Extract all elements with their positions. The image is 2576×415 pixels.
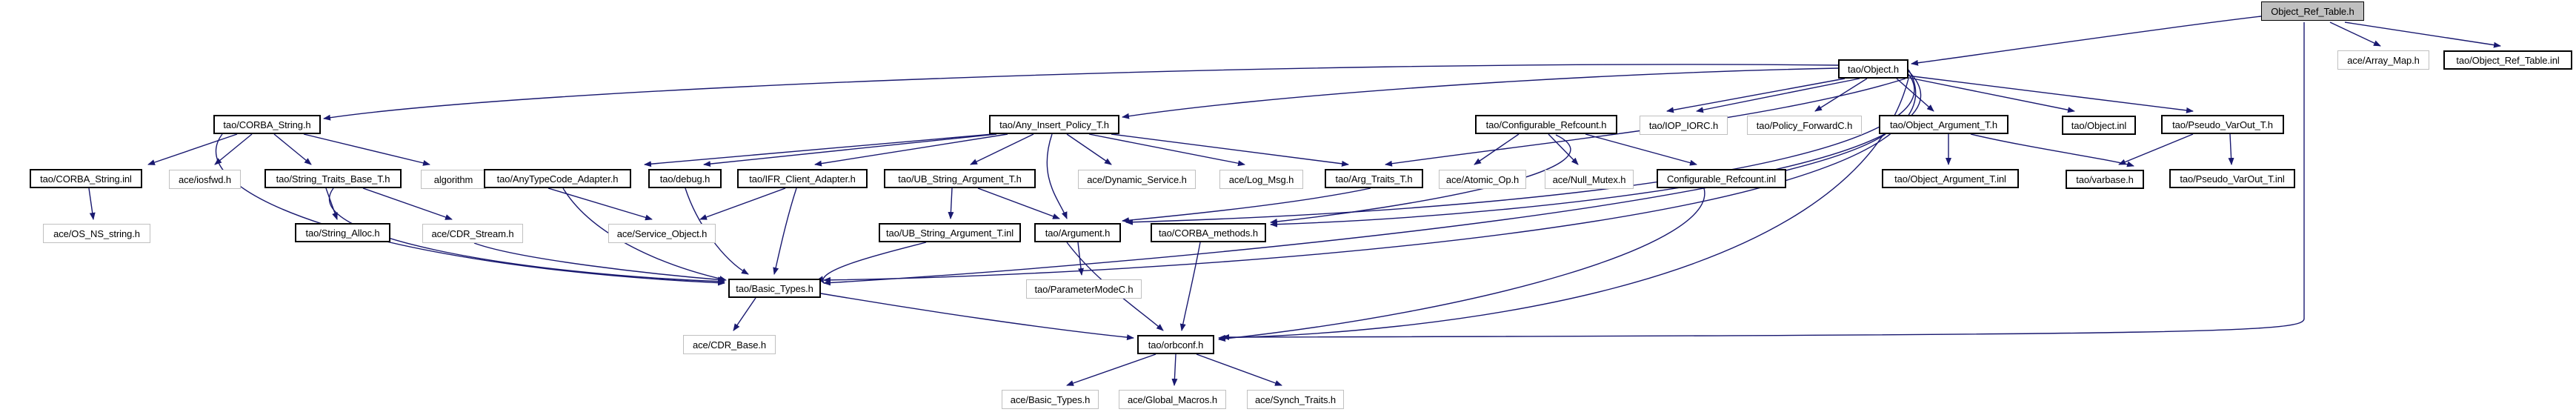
dependency-edge [1905,76,2075,113]
dependency-edge [1585,133,1697,166]
graph-node-tao-arg-traits-t-h[interactable]: tao/Arg_Traits_T.h [1325,169,1423,188]
dependency-edge [977,187,1060,219]
graph-node-tao-iop-iorc-h[interactable]: tao/IOP_IORC.h [1640,116,1728,135]
dependency-edge [948,187,954,219]
dependency-edge [1896,78,1934,112]
dependency-edge [2344,21,2501,48]
graph-node-tao-object-argument-t-h[interactable]: tao/Object_Argument_T.h [1879,115,2008,134]
dependency-edge [1066,353,1156,386]
graph-node-ace-cdr-base-h[interactable]: ace/CDR_Base.h [683,335,776,354]
graph-node-tao-object-argument-t-inl[interactable]: tao/Object_Argument_T.inl [1882,169,2019,188]
graph-node-algorithm[interactable]: algorithm [421,170,486,189]
dependency-edge [1111,133,1349,167]
dependency-edge [2118,133,2194,165]
graph-node-tao-parametermodec-h[interactable]: tao/ParameterModeC.h [1026,279,1142,299]
dependency-edge [1696,78,1860,113]
dependency-edge [1088,133,1245,167]
graph-node-tao-string-alloc-h[interactable]: tao/String_Alloc.h [295,223,390,242]
dependency-edge [2329,21,2381,47]
dependency-edge [473,242,725,283]
graph-node-tao-configurable-refcount-h[interactable]: tao/Configurable_Refcount.h [1475,115,1617,134]
dependency-edge [1270,70,1922,228]
dependency-edge [215,133,725,286]
graph-node-ace-synch-traits-h[interactable]: ace/Synch_Traits.h [1247,390,1344,409]
dependency-edge [1046,133,1068,219]
graph-node-tao-anytypecode-adapter-h[interactable]: tao/AnyTypeCode_Adapter.h [484,169,631,188]
dependency-edge [1814,78,1868,112]
graph-node-tao-object-h[interactable]: tao/Object.h [1838,59,1908,79]
dependency-edge [88,187,96,220]
graph-node-tao-ifr-client-adapter-h[interactable]: tao/IFR_Client_Adapter.h [737,169,868,188]
dependency-edge [1906,75,2194,113]
dependency-edge [362,187,453,220]
dependency-edge [814,133,1008,167]
dependency-edge [323,64,1839,121]
dependency-edge [303,133,430,166]
dependency-edge [1122,67,1839,119]
dependency-edge [970,133,1034,165]
dependency-edge [2228,133,2234,165]
graph-node-tao-ub-string-argument-t-h[interactable]: tao/UB_String_Argument_T.h [884,169,1036,188]
graph-node-tao-corba-string-h[interactable]: tao/CORBA_String.h [213,115,321,134]
dependency-edge [1911,16,2262,66]
graph-node-object-ref-table-h[interactable]: Object_Ref_Table.h [2261,1,2364,21]
graph-node-ace-basic-types-h[interactable]: ace/Basic_Types.h [1002,390,1099,409]
dependency-edge [644,133,994,167]
dependency-edge [1171,353,1178,386]
graph-node-ace-null-mutex-h[interactable]: ace/Null_Mutex.h [1545,170,1634,189]
graph-node-ace-iosfwd-h[interactable]: ace/iosfwd.h [169,170,241,189]
graph-node-ace-global-macros-h[interactable]: ace/Global_Macros.h [1119,390,1226,409]
graph-node-configurable-refcount-inl[interactable]: Configurable_Refcount.inl [1657,169,1786,188]
dependency-edge [823,133,1886,286]
dependency-edge [699,187,786,220]
dependency-edge [1666,78,1846,113]
graph-node-tao-any-insert-policy-t-h[interactable]: tao/Any_Insert_Policy_T.h [989,115,1119,134]
dependency-edge [820,293,1134,341]
graph-node-tao-argument-h[interactable]: tao/Argument.h [1034,223,1121,242]
dependency-edge [773,187,797,275]
graph-node-tao-string-traits-base-t-h[interactable]: tao/String_Traits_Base_T.h [264,169,402,188]
graph-node-tao-pseudo-varout-t-h[interactable]: tao/Pseudo_VarOut_T.h [2161,115,2284,134]
dependency-edge [1196,353,1282,386]
graph-node-tao-object-ref-table-inl[interactable]: tao/Object_Ref_Table.inl [2443,50,2572,70]
graph-node-ace-array-map-h[interactable]: ace/Array_Map.h [2337,50,2429,70]
graph-node-ace-atomic-op-h[interactable]: ace/Atomic_Op.h [1439,170,1526,189]
dependency-edge [325,187,338,220]
graph-node-tao-debug-h[interactable]: tao/debug.h [648,169,722,188]
graph-node-tao-ub-string-argument-t-inl[interactable]: tao/UB_String_Argument_T.inl [879,223,1021,242]
dependency-edge [214,133,253,165]
graph-node-tao-pseudo-varout-t-inl[interactable]: tao/Pseudo_VarOut_T.inl [2169,169,2295,188]
graph-node-tao-orbconf-h[interactable]: tao/orbconf.h [1137,335,1214,354]
graph-node-tao-object-inl[interactable]: tao/Object.inl [2062,116,2136,135]
graph-node-tao-corba-methods-h[interactable]: tao/CORBA_methods.h [1151,223,1266,242]
graph-node-ace-os-ns-string-h[interactable]: ace/OS_NS_string.h [43,224,150,243]
dependency-edge [1218,187,1705,342]
dependency-edge [1179,242,1201,331]
graph-node-tao-policy-forwardc-h[interactable]: tao/Policy_ForwardC.h [1747,116,1862,135]
dependency-edge [1474,133,1520,165]
graph-node-ace-service-object-h[interactable]: ace/Service_Object.h [608,224,716,243]
dependency-edge [733,297,756,331]
graph-node-tao-varbase-h[interactable]: tao/varbase.h [2066,170,2144,189]
dependency-edge [273,133,312,165]
dependency-edge [1125,73,1915,225]
dependency-edge [703,133,997,167]
graph-node-ace-log-msg-h[interactable]: ace/Log_Msg.h [1219,170,1303,189]
dependency-edge [147,133,238,165]
graph-node-tao-basic-types-h[interactable]: tao/Basic_Types.h [728,279,821,298]
dependency-edge [548,187,653,221]
graph-node-ace-cdr-stream-h[interactable]: ace/CDR_Stream.h [422,224,523,243]
dependency-edge [1548,133,1579,165]
dependency-edge [1122,187,1371,224]
dependency-edge [1970,133,2134,167]
dependency-edge [1066,133,1112,165]
graph-node-ace-dynamic-service-h[interactable]: ace/Dynamic_Service.h [1078,170,1196,189]
graph-node-tao-corba-string-inl[interactable]: tao/CORBA_String.inl [30,169,142,188]
dependency-edge [817,242,927,284]
dependency-edge [1077,242,1084,276]
